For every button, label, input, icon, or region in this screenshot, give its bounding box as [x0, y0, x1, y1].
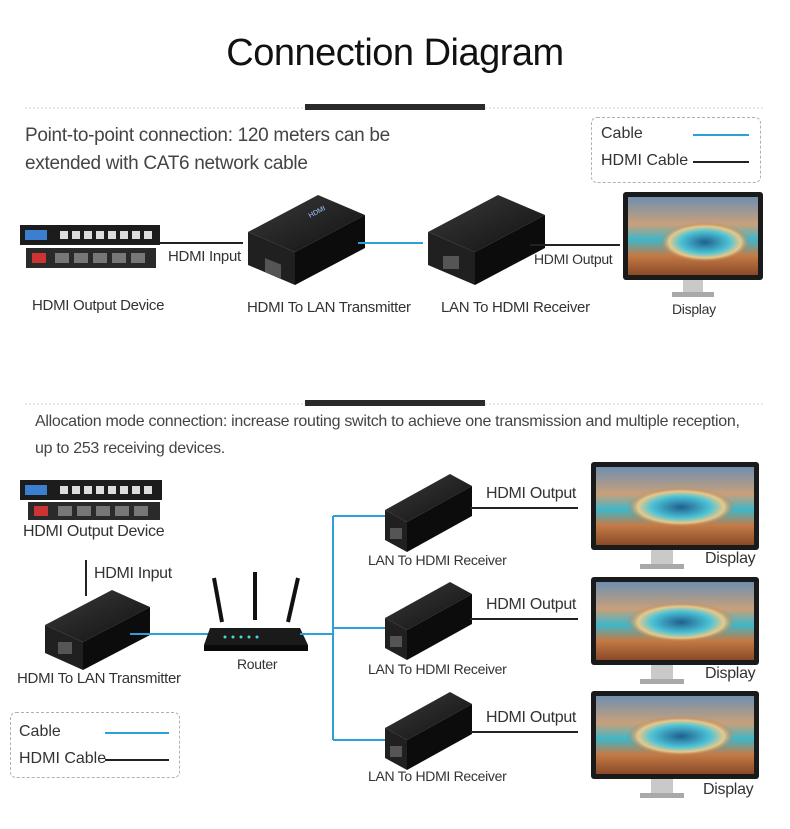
display-monitor-image — [591, 462, 759, 569]
output-device-label: HDMI Output Device — [32, 297, 165, 314]
legend-hdmi-cable-label: HDMI Cable — [601, 152, 689, 169]
display-label: Display — [705, 550, 756, 567]
hdmi-input-label: HDMI Input — [168, 248, 241, 265]
receiver-device-image — [385, 692, 472, 770]
transmitter-device-image: HDMI — [248, 195, 365, 285]
transmitter-device-image — [45, 590, 150, 670]
receiver-label: LAN To HDMI Receiver — [368, 552, 507, 568]
section1-description-line1: Point-to-point connection: 120 meters ca… — [25, 125, 390, 146]
transmitter-label: HDMI To LAN Transmitter — [17, 670, 181, 687]
section2-description-line2: up to 253 receiving devices. — [35, 440, 225, 457]
display-monitor-image — [591, 691, 759, 798]
section2-description-line1: Allocation mode connection: increase rou… — [35, 413, 740, 430]
legend-cable-label: Cable — [601, 125, 643, 142]
hdmi-output-label: HDMI Output — [486, 709, 577, 726]
display-label: Display — [672, 301, 716, 317]
hdmi-input-label: HDMI Input — [94, 565, 172, 582]
page-title: Connection Diagram — [226, 32, 564, 74]
legend-cable-line — [105, 732, 169, 734]
legend-hdmi-cable-line — [693, 161, 749, 163]
router-label: Router — [237, 656, 278, 672]
receiver-device-image — [385, 582, 472, 660]
receiver-label: LAN To HDMI Receiver — [368, 661, 507, 677]
section-divider-bar — [305, 104, 485, 110]
hdmi-output-label: HDMI Output — [534, 251, 613, 267]
output-device-image — [20, 480, 162, 520]
receiver-label: LAN To HDMI Receiver — [368, 768, 507, 784]
section1-description-line2: extended with CAT6 network cable — [25, 153, 308, 174]
network-cable-tree — [300, 515, 390, 741]
hdmi-output-label: HDMI Output — [486, 485, 577, 502]
display-label: Display — [703, 781, 754, 798]
output-device-label: HDMI Output Device — [23, 523, 165, 540]
receiver-device-image — [428, 195, 545, 285]
section-divider-bar — [305, 400, 485, 406]
display-monitor-image — [591, 577, 759, 684]
legend-cable-label: Cable — [19, 723, 61, 740]
legend-hdmi-cable-label: HDMI Cable — [19, 750, 107, 767]
legend-hdmi-cable-line — [105, 759, 169, 761]
display-label: Display — [705, 665, 756, 682]
receiver-label: LAN To HDMI Receiver — [441, 299, 590, 316]
display-monitor-image — [623, 192, 763, 297]
output-device-image — [20, 225, 160, 268]
legend-box: Cable HDMI Cable — [10, 712, 180, 778]
hdmi-output-label: HDMI Output — [486, 596, 577, 613]
transmitter-label: HDMI To LAN Transmitter — [247, 299, 411, 316]
legend-cable-line — [693, 134, 749, 136]
router-image — [204, 572, 308, 651]
receiver-device-image — [385, 474, 472, 552]
legend-box: Cable HDMI Cable — [591, 117, 761, 183]
